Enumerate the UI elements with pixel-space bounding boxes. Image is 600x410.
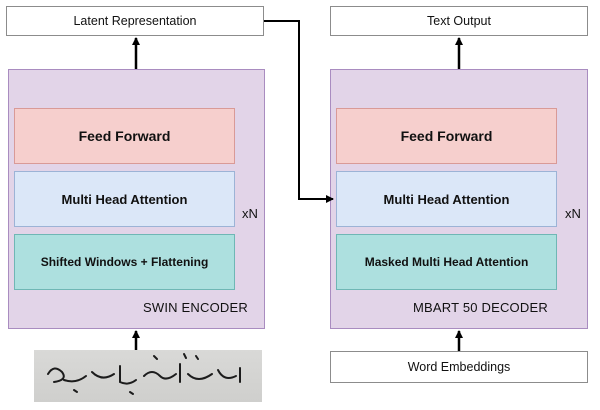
encoder-feed-forward-label: Feed Forward (78, 128, 171, 144)
encoder-feed-forward-layer: Feed Forward (14, 108, 235, 164)
decoder-multi-head-attention-label: Multi Head Attention (383, 191, 510, 207)
decoder-feed-forward-layer: Feed Forward (336, 108, 557, 164)
encoder-multi-head-attention-layer: Multi Head Attention (14, 171, 235, 227)
swin-encoder-title: SWIN ENCODER (143, 300, 248, 315)
word-embeddings-label: Word Embeddings (407, 360, 511, 374)
encoder-multi-head-attention-label: Multi Head Attention (61, 191, 188, 207)
text-output-label: Text Output (427, 14, 491, 28)
masked-multi-head-attention-layer: Masked Multi Head Attention (336, 234, 557, 290)
shifted-windows-flattening-label: Shifted Windows + Flattening (40, 255, 209, 269)
decoder-feed-forward-label: Feed Forward (400, 128, 493, 144)
masked-multi-head-attention-label: Masked Multi Head Attention (364, 255, 529, 269)
latent-to-decoder-attention-arrow (264, 20, 334, 203)
latent-representation-box: Latent Representation (6, 6, 264, 36)
encoder-repeat-label: xN (242, 206, 258, 221)
mbart-50-decoder-title: MBART 50 DECODER (413, 300, 548, 315)
mbart-50-decoder-block: Feed Forward Multi Head Attention Masked… (330, 69, 588, 329)
swin-encoder-block: Feed Forward Multi Head Attention Shifte… (8, 69, 265, 329)
shifted-windows-flattening-layer: Shifted Windows + Flattening (14, 234, 235, 290)
handwritten-urdu-text-image (47, 353, 241, 395)
decoder-multi-head-attention-layer: Multi Head Attention (336, 171, 557, 227)
latent-representation-label: Latent Representation (73, 14, 197, 28)
text-output-box: Text Output (330, 6, 588, 36)
word-embeddings-box: Word Embeddings (330, 351, 588, 383)
handwritten-input-image (34, 350, 262, 402)
decoder-repeat-label: xN (565, 206, 581, 221)
